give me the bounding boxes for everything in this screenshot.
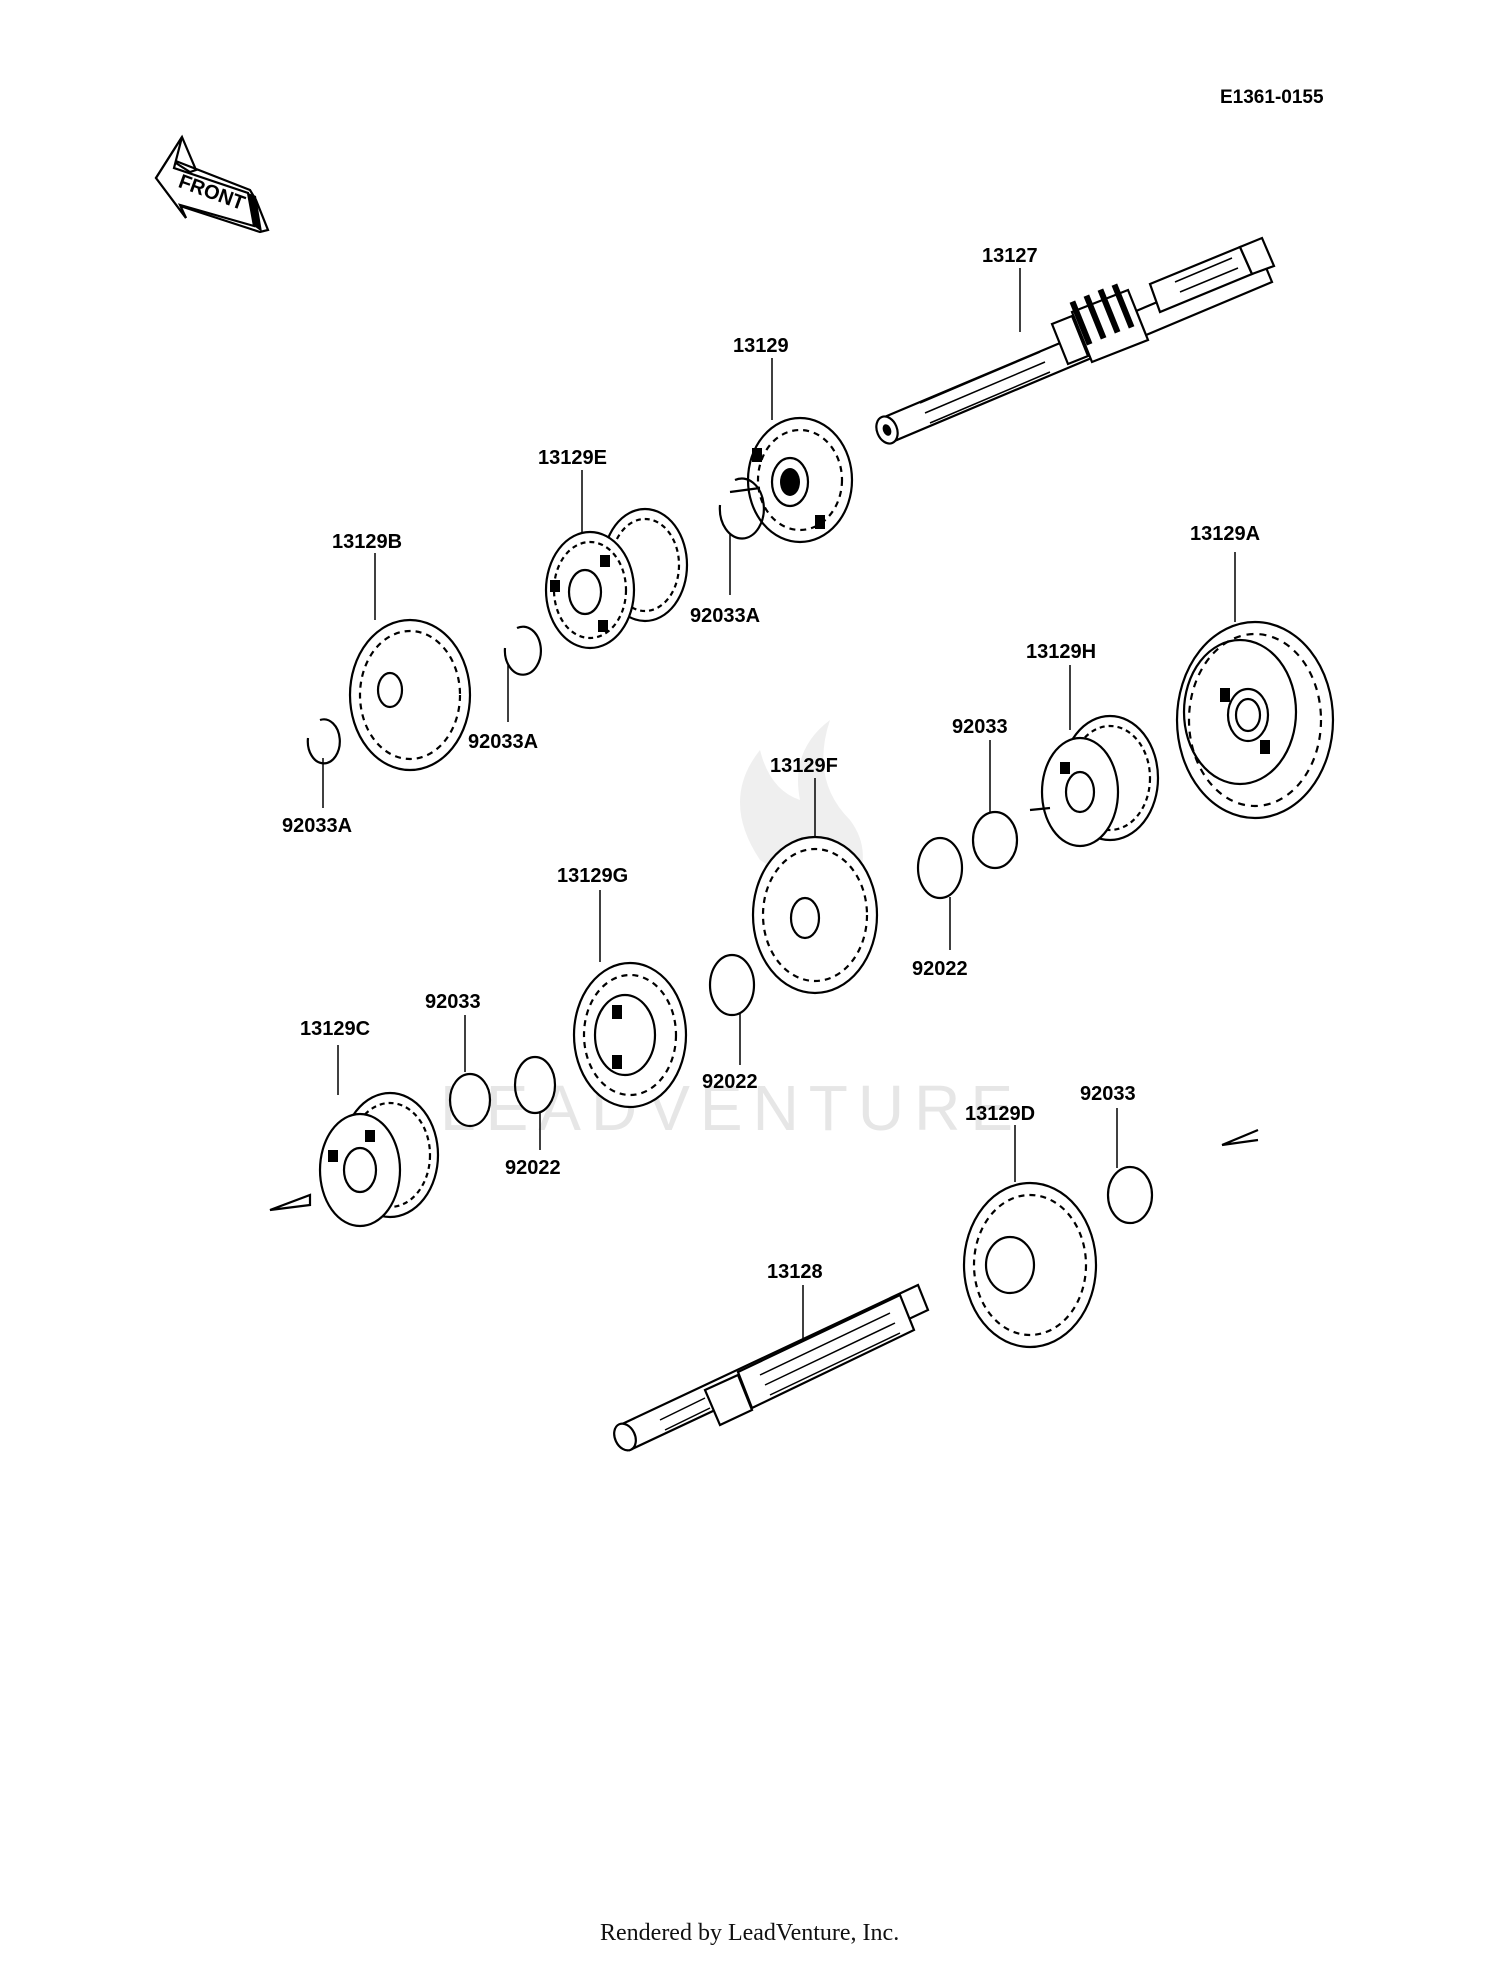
label-13129D[interactable]: 13129D — [965, 1103, 1035, 1125]
reference-code: E1361-0155 — [1220, 87, 1324, 108]
label-13129[interactable]: 13129 — [733, 335, 789, 357]
gear-13129C[interactable] — [318, 1091, 440, 1228]
circlip-92033A-2[interactable] — [503, 625, 542, 676]
footer-credit: Rendered by LeadVenture, Inc. — [600, 1920, 899, 1946]
shaft-13128[interactable] — [610, 1283, 930, 1454]
circlip-92033A-1[interactable] — [718, 477, 765, 540]
label-13129F[interactable]: 13129F — [770, 755, 838, 777]
leader-lines — [322, 268, 1236, 1340]
label-13128[interactable]: 13128 — [767, 1261, 823, 1283]
label-13127[interactable]: 13127 — [982, 245, 1038, 267]
label-13129A[interactable]: 13129A — [1190, 523, 1260, 545]
label-13129G[interactable]: 13129G — [557, 865, 628, 887]
circlip-92033A-3[interactable] — [306, 718, 341, 765]
gear-13129G[interactable] — [572, 961, 688, 1109]
washer-92022-3[interactable] — [513, 1055, 557, 1115]
gear-13129B[interactable] — [348, 618, 472, 772]
washer-92022-2[interactable] — [708, 953, 756, 1017]
label-92033-2[interactable]: 92033 — [425, 991, 481, 1013]
gear-13129A[interactable] — [1175, 620, 1335, 820]
label-92022-1[interactable]: 92022 — [912, 958, 968, 980]
circlip-92033-2[interactable] — [448, 1072, 492, 1128]
gear-13129D[interactable] — [962, 1181, 1098, 1349]
gear-13129H[interactable] — [1029, 714, 1160, 848]
part-labels: 13127 13129 13129E 13129B 13129A 13129H … — [282, 245, 1260, 1283]
label-92033A-3[interactable]: 92033A — [282, 815, 352, 837]
label-13129C[interactable]: 13129C — [300, 1018, 370, 1040]
circlip-92033-3[interactable] — [1106, 1165, 1154, 1225]
direction-mark-left — [269, 1193, 312, 1212]
label-92022-3[interactable]: 92022 — [505, 1157, 561, 1179]
label-13129B[interactable]: 13129B — [332, 531, 402, 553]
washer-92022-1[interactable] — [916, 836, 964, 900]
gear-13129F[interactable] — [751, 835, 879, 995]
label-92033-1[interactable]: 92033 — [952, 716, 1008, 738]
label-13129H[interactable]: 13129H — [1026, 641, 1096, 663]
shaft-13127[interactable] — [872, 236, 1276, 447]
label-13129E[interactable]: 13129E — [538, 447, 607, 469]
label-92033A-2[interactable]: 92033A — [468, 731, 538, 753]
watermark-text: LEADVENTURE — [440, 1072, 1023, 1144]
direction-mark-right — [1221, 1128, 1259, 1147]
front-direction-arrow-icon: FRONT — [154, 134, 270, 234]
label-92033A-1[interactable]: 92033A — [690, 605, 760, 627]
label-92022-2[interactable]: 92022 — [702, 1071, 758, 1093]
gear-13129E[interactable] — [544, 507, 689, 650]
circlip-92033-1[interactable] — [971, 810, 1019, 870]
label-92033-3[interactable]: 92033 — [1080, 1083, 1136, 1105]
